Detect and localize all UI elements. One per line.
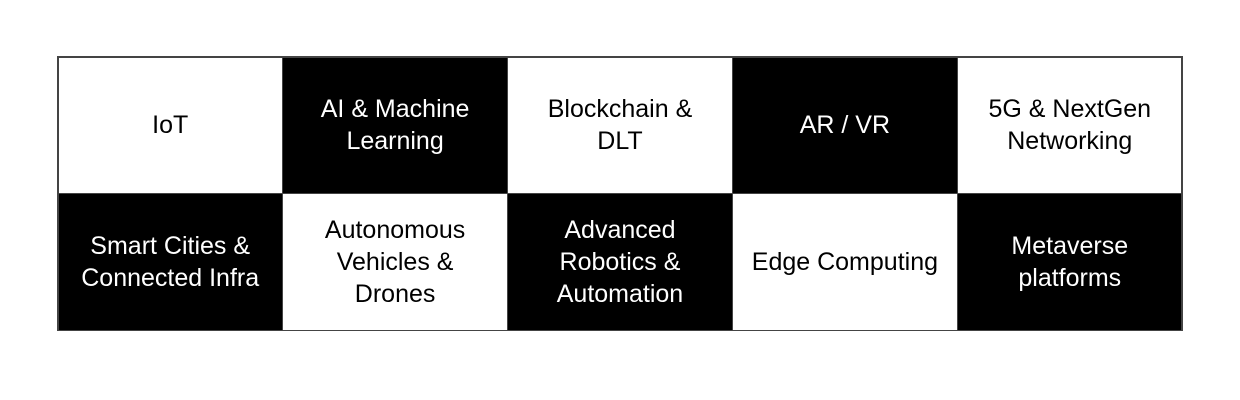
cell-blockchain-dlt: Blockchain & DLT: [508, 57, 732, 193]
tech-category-table: IoT AI & Machine Learning Blockchain & D…: [57, 56, 1183, 331]
cell-label: Metaverse platforms: [1011, 231, 1129, 292]
cell-label: Autonomous Vehicles & Drones: [324, 215, 466, 308]
cell-label: Advanced Robotics & Automation: [556, 215, 684, 308]
cell-label: AI & Machine Learning: [320, 95, 470, 156]
cell-label: Blockchain & DLT: [547, 95, 693, 156]
cell-ar-vr: AR / VR: [733, 57, 957, 193]
cell-smart-cities-connected-infra: Smart Cities & Connected Infra: [58, 194, 282, 330]
cell-5g-nextgen-networking: 5G & NextGen Networking: [958, 57, 1182, 193]
cell-label: IoT: [152, 111, 189, 140]
cell-label: Smart Cities & Connected Infra: [81, 231, 260, 292]
cell-label: 5G & NextGen Networking: [988, 95, 1152, 156]
cell-iot: IoT: [58, 57, 282, 193]
cell-label: AR / VR: [799, 111, 891, 140]
cell-autonomous-vehicles-drones: Autonomous Vehicles & Drones: [283, 194, 507, 330]
cell-metaverse-platforms: Metaverse platforms: [958, 194, 1182, 330]
cell-advanced-robotics-automation: Advanced Robotics & Automation: [508, 194, 732, 330]
cell-ai-machine-learning: AI & Machine Learning: [283, 57, 507, 193]
cell-label: Edge Computing: [751, 247, 938, 276]
cell-edge-computing: Edge Computing: [733, 194, 957, 330]
